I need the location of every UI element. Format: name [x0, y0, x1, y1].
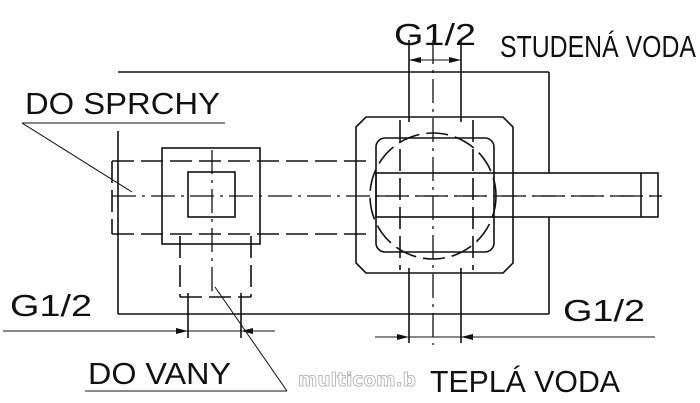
- lever-handle: [375, 172, 662, 218]
- label-tepla-voda: TEPLÁ VODA: [430, 364, 620, 399]
- label-g-left: G1/2: [10, 288, 92, 323]
- label-g-right: G1/2: [563, 293, 645, 328]
- leader-do-sprchy: [21, 122, 133, 193]
- label-do-sprchy: DO SPRCHY: [25, 86, 220, 121]
- label-do-vany: DO VANY: [88, 356, 231, 391]
- label-studena-voda: STUDENÁ VODA: [500, 29, 696, 64]
- diverter-valve: [111, 147, 372, 298]
- label-g-top: G1/2: [394, 17, 476, 52]
- dimension-bottom-right: [375, 334, 655, 340]
- dimension-bottom-left: [3, 293, 275, 338]
- dimension-top: [409, 57, 461, 63]
- mixer-body: [355, 40, 514, 345]
- watermark: multicom.b: [298, 369, 416, 391]
- leader-do-vany: [214, 286, 288, 392]
